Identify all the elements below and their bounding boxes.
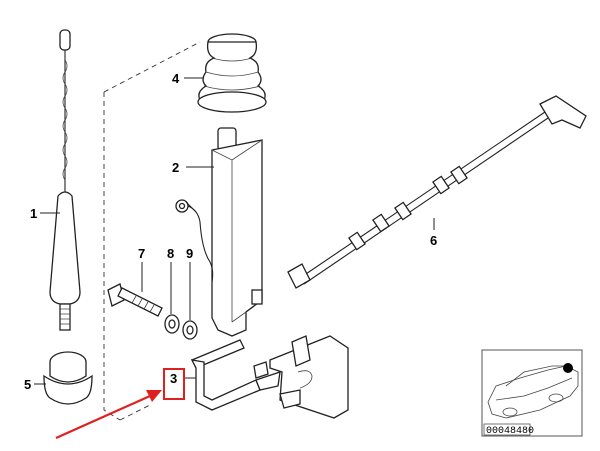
location-inset: 00048480 [481,349,583,437]
antenna-cable[interactable] [287,95,587,289]
flat-washer[interactable] [182,320,198,340]
callout-8: 8 [167,246,174,261]
callout-1: 1 [30,206,37,221]
inset-ref-number: 00048480 [486,426,534,437]
callout-3: 3 [170,371,177,386]
callout-5: 5 [24,377,31,392]
antenna-base[interactable] [211,127,263,337]
callout-4: 4 [172,71,180,86]
callout-2: 2 [172,160,179,175]
callout-6: 6 [430,233,437,248]
rubber-boot[interactable] [197,33,267,113]
highlight-box [163,368,185,400]
callout-labels: 1 2 3 4 5 6 7 8 9 [24,71,437,392]
antenna-grommet[interactable] [43,351,93,405]
mounting-bracket[interactable] [190,335,349,419]
lock-washer[interactable] [164,314,180,334]
callout-9: 9 [186,246,193,261]
callout-7: 7 [138,246,145,261]
highlight-arrow [55,390,162,440]
car-outline-icon [487,365,579,419]
ground-wire[interactable] [175,199,214,283]
antenna-location-dot [563,363,573,373]
assembly-outline [103,41,201,421]
leader-lines [34,77,435,385]
mounting-bolt[interactable] [107,283,163,317]
antenna-mast[interactable] [49,29,81,331]
